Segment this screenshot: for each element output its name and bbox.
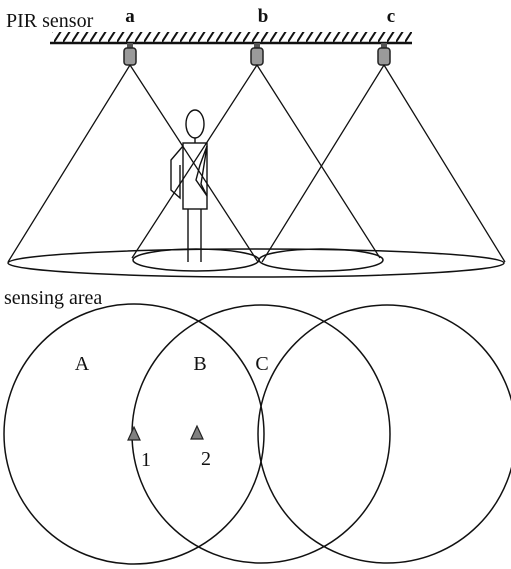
area-label-c: C: [255, 353, 268, 375]
area-label-b: B: [193, 353, 206, 375]
sensor-mount: [254, 43, 260, 48]
sensor-body-icon: [250, 47, 264, 66]
floor-ellipse-b: [132, 248, 260, 272]
sensor-mount: [381, 43, 387, 48]
person-right-arm: [195, 145, 208, 197]
sensing-circle-a: [3, 303, 265, 565]
marker-1: 1: [127, 425, 151, 471]
marker-2: 2: [190, 424, 211, 470]
pir-sensor-label: PIR sensor: [6, 10, 94, 32]
area-label-a: A: [75, 353, 90, 375]
sensing-circle-c: [257, 304, 511, 564]
sensor-body-icon: [377, 47, 391, 66]
detection-cones: [7, 64, 506, 263]
sensor-body-icon: [123, 47, 137, 66]
ceiling: [50, 32, 412, 45]
person-figure-icon: [170, 109, 208, 262]
triangle-marker-icon: [127, 425, 141, 441]
person-torso: [182, 142, 208, 210]
sensing-circle-b: [131, 304, 391, 564]
sensing-circles: [3, 303, 511, 565]
cone-b: [131, 64, 381, 259]
ceiling-hatching: [52, 32, 412, 43]
sensor-mount: [127, 43, 133, 48]
cone-a: [7, 64, 259, 263]
marker-label: 2: [201, 448, 211, 470]
outer-floor-ellipse: [7, 248, 505, 278]
sensor-label: b: [258, 6, 269, 27]
cone-c: [261, 64, 506, 263]
floor-ellipse-c: [258, 248, 384, 272]
triangle-marker-icon: [190, 424, 204, 440]
floor-ellipses: [7, 248, 505, 278]
person-left-arm: [170, 145, 184, 200]
marker-label: 1: [141, 449, 151, 471]
sensing-area-label: sensing area: [4, 287, 102, 309]
person-head: [185, 109, 205, 139]
sensor-label: c: [387, 6, 395, 27]
sensor-label: a: [125, 6, 135, 27]
